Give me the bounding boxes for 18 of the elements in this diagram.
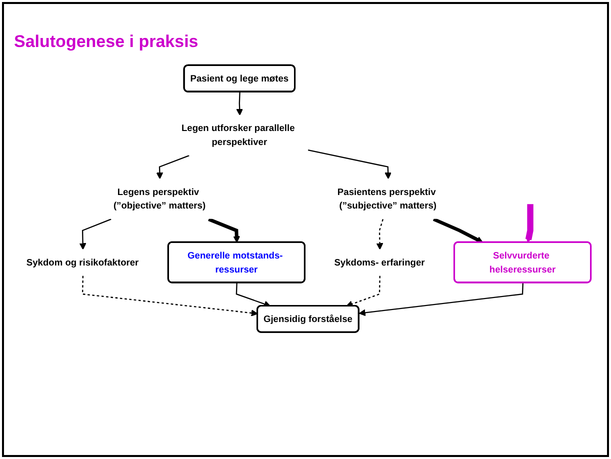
arrow <box>358 282 524 316</box>
arrow <box>346 276 380 308</box>
arrow <box>432 218 484 243</box>
arrow <box>236 92 244 116</box>
arrow <box>156 155 190 180</box>
arrow <box>376 219 384 250</box>
node-text: Legen utforsker parallelle perspektiver <box>181 122 295 148</box>
arrow <box>82 276 258 316</box>
arrow <box>236 282 271 308</box>
node-text: Sykdoms- erfaringer <box>334 256 425 268</box>
arrow <box>79 218 112 250</box>
arrow <box>308 149 392 180</box>
node-text: Pasientens perspektiv (”subjective” matters) <box>337 186 437 212</box>
arrow <box>525 204 534 243</box>
node-text: Sykdom og risikofaktorer <box>26 256 139 268</box>
slide-title: Salutogenese i praksis <box>14 32 198 52</box>
arrow <box>208 218 240 243</box>
node-text: Legens perspektiv (”objective” matters) <box>113 186 206 212</box>
